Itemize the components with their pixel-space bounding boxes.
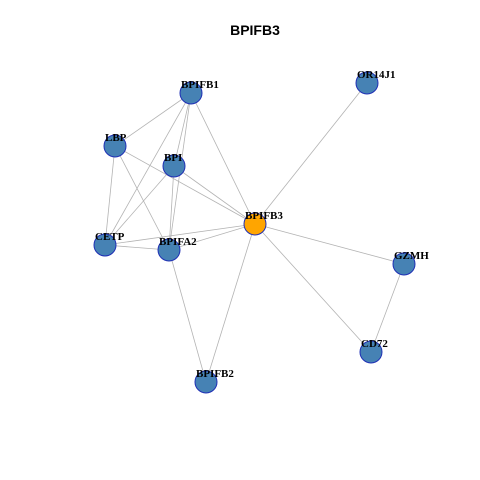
node-label-bpifb2: BPIFB2: [196, 368, 234, 380]
node-or14j1: [355, 71, 379, 95]
node-bpi: [162, 154, 186, 178]
node-label-bpifa2: BPIFA2: [159, 236, 197, 248]
node-bpifb1: [179, 81, 203, 105]
edge-bpifb3-cd72: [254, 223, 372, 353]
edge-bpifb3-bpifb1: [190, 92, 256, 225]
node-label-lbp: LBP: [105, 132, 127, 144]
edge-lbp-bpifb3: [114, 145, 256, 225]
edge-bpifb3-gzmh: [254, 223, 405, 265]
edge-bpifb3-or14j1: [254, 82, 368, 225]
edge-lbp-bpifa2: [114, 145, 170, 251]
node-label-cd72: CD72: [361, 338, 388, 350]
edge-bpifb3-cetp: [104, 223, 256, 246]
node-bpifb2: [194, 370, 218, 394]
edge-bpifb1-lbp: [114, 92, 192, 147]
edge-bpifb3-bpifa2: [168, 223, 256, 251]
edge-bpi-bpifa2: [168, 165, 175, 251]
nodes-layer: [93, 71, 416, 394]
node-label-or14j1: OR14J1: [357, 69, 396, 81]
edge-bpifb1-bpi: [173, 92, 192, 167]
node-cetp: [93, 233, 117, 257]
edge-gzmh-cd72: [370, 263, 405, 353]
node-label-cetp: CETP: [95, 231, 125, 243]
node-label-gzmh: GZMH: [394, 250, 429, 262]
edge-bpi-cetp: [104, 165, 175, 246]
edge-bpifa2-bpifb2: [168, 249, 207, 383]
edge-bpifb3-bpifb2: [205, 223, 256, 383]
edge-lbp-cetp: [104, 145, 116, 246]
node-label-bpifb3: BPIFB3: [245, 210, 283, 222]
edges-layer: [104, 82, 405, 383]
node-bpifb3: [243, 212, 267, 236]
edge-bpifb1-cetp: [104, 92, 192, 246]
node-cd72: [359, 340, 383, 364]
graph-title: BPIFB3: [230, 22, 280, 38]
edge-bpifb3-bpi: [173, 165, 256, 225]
node-label-bpifb1: BPIFB1: [181, 79, 219, 91]
node-gzmh: [392, 252, 416, 276]
node-label-bpi: BPI: [164, 152, 182, 164]
node-lbp: [103, 134, 127, 158]
node-bpifa2: [157, 238, 181, 262]
